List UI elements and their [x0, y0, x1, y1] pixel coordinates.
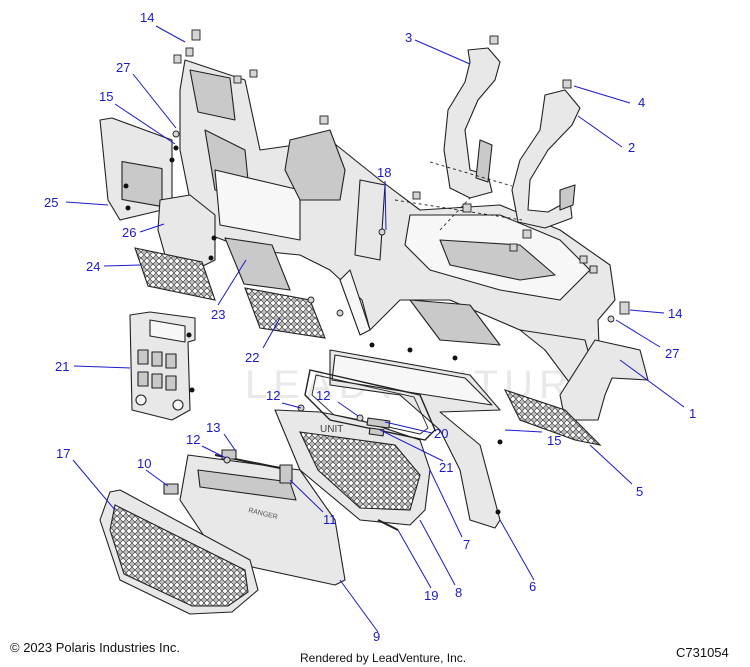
- screw-18: [377, 519, 399, 531]
- panel-23: [224, 237, 291, 291]
- callout-19: 20: [434, 426, 448, 441]
- callout-21: 21: [55, 359, 69, 374]
- callout-20: 21: [439, 460, 453, 475]
- callout-9: 9: [373, 629, 380, 644]
- callout-7: 7: [463, 537, 470, 552]
- leader-lines: [65, 25, 685, 633]
- callout-22: 22: [245, 350, 259, 365]
- callout-14-top: 14: [140, 10, 154, 25]
- trim-ring-7: [304, 369, 436, 441]
- callout-26: 26: [122, 225, 136, 240]
- callout-27-right: 27: [665, 346, 679, 361]
- callout-5: 5: [636, 484, 643, 499]
- right-end-panel: [559, 339, 649, 421]
- callout-17: 18: [377, 165, 391, 180]
- callout-25: 25: [44, 195, 58, 210]
- callout-24: 24: [86, 259, 100, 274]
- support-bracket-2: [511, 89, 581, 229]
- support-bracket-3: [443, 47, 501, 199]
- diagram-code: C731054: [676, 645, 729, 660]
- panel-26: [157, 194, 216, 271]
- hardware-fasteners: [123, 29, 630, 515]
- callout-27-left: 27: [116, 60, 130, 75]
- callout-15-left: 15: [99, 89, 113, 104]
- left-side-panel-25: [99, 117, 173, 221]
- callout-12-a: 12: [266, 388, 280, 403]
- callout-8: 8: [455, 585, 462, 600]
- callout-13: 13: [206, 420, 220, 435]
- bottom-mesh-grille-16: [99, 489, 259, 615]
- grille-badge-text: UNIT: [320, 424, 343, 435]
- mesh-grille-24: [134, 247, 216, 301]
- callout-4: 4: [638, 95, 645, 110]
- callout-18: 19: [424, 588, 438, 603]
- callout-10: 10: [137, 456, 151, 471]
- callout-1: 1: [689, 406, 696, 421]
- callout-11: 11: [323, 512, 337, 527]
- mesh-grille-5: [503, 389, 602, 446]
- callout-15-right: 15: [547, 433, 561, 448]
- glove-box-door-6: [329, 349, 501, 529]
- callout-14-right: 14: [668, 306, 682, 321]
- callout-labels: 14 27 15 25 26 24 23 22 21 3 4 2 18 14 2…: [44, 10, 696, 644]
- clip-10: [163, 483, 179, 495]
- callout-12-b: 12: [316, 388, 330, 403]
- center-grille-bezel-8: [274, 409, 431, 526]
- callout-2: 2: [628, 140, 635, 155]
- switch-panel-21: [129, 311, 196, 421]
- callout-12-c: 12: [186, 432, 200, 447]
- callout-23: 23: [211, 307, 225, 322]
- rendered-by-text: Rendered by LeadVenture, Inc.: [300, 651, 467, 665]
- callout-16: 17: [56, 446, 70, 461]
- bracket-connector-lines: [394, 161, 523, 231]
- copyright-text: © 2023 Polaris Industries Inc.: [10, 640, 180, 655]
- callout-6: 6: [529, 579, 536, 594]
- callout-3: 3: [405, 30, 412, 45]
- mesh-grille-22: [244, 287, 326, 339]
